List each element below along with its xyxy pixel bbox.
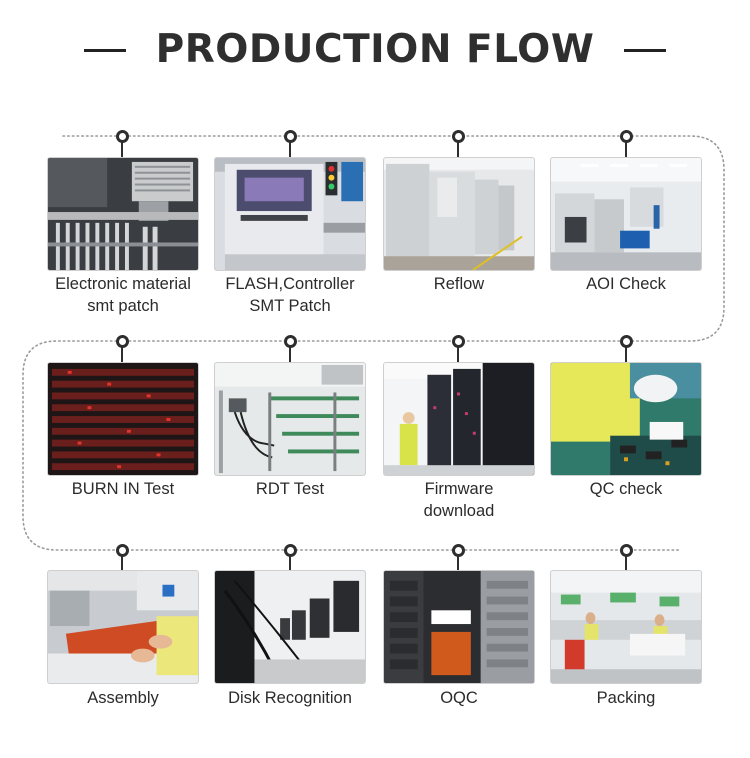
step-label-flash-controller: FLASH,Controller SMT Patch (205, 273, 375, 317)
step-node (620, 130, 633, 143)
rdt-rack-photo (214, 362, 366, 476)
reflow-oven-photo (383, 157, 535, 271)
step-label-firmware-download: Firmware download (374, 478, 544, 522)
label-line: Firmware (424, 480, 494, 498)
step-label-packing: Packing (541, 687, 711, 709)
step-label-qc-check: QC check (541, 478, 711, 500)
step-node (116, 544, 129, 557)
step-node (452, 130, 465, 143)
step-node (284, 544, 297, 557)
label-line: Disk Recognition (228, 689, 352, 707)
assembly-photo (47, 570, 199, 684)
step-node (116, 335, 129, 348)
label-line: FLASH,Controller (225, 275, 355, 293)
label-line: RDT Test (255, 480, 325, 498)
step-node (284, 335, 297, 348)
label-line: Electronic material (55, 275, 191, 293)
step-node (116, 130, 129, 143)
label-line: SMT Patch (249, 297, 331, 315)
step-label-aoi-check: AOI Check (541, 273, 711, 295)
label-line: Reflow (433, 275, 485, 293)
step-node (620, 335, 633, 348)
step-label-electronic-material: Electronic material smt patch (38, 273, 208, 317)
step-node (452, 335, 465, 348)
burn-in-rack-photo (47, 362, 199, 476)
smt-machine-photo (47, 157, 199, 271)
title-dash-left (83, 48, 126, 52)
step-node (620, 544, 633, 557)
label-line: smt patch (87, 297, 159, 315)
server-cabinet-photo (383, 362, 535, 476)
label-line: AOI Check (586, 275, 666, 293)
label-line: QC check (589, 480, 663, 498)
step-node (284, 130, 297, 143)
step-label-assembly: Assembly (38, 687, 208, 709)
label-line: Assembly (87, 689, 159, 707)
title-bar: PRODUCTION FLOW (0, 22, 750, 78)
step-label-oqc: OQC (374, 687, 544, 709)
step-label-rdt-test: RDT Test (205, 478, 375, 500)
packing-line-photo (550, 570, 702, 684)
page-title: PRODUCTION FLOW (155, 27, 595, 72)
label-line: download (423, 502, 495, 520)
step-node (452, 544, 465, 557)
qc-inspection-photo (550, 362, 702, 476)
factory-floor-photo (550, 157, 702, 271)
oqc-cabinet-photo (383, 570, 535, 684)
label-line: OQC (440, 689, 478, 707)
label-line: Packing (596, 689, 656, 707)
step-label-burn-in-test: BURN IN Test (38, 478, 208, 500)
monitor-test-photo (214, 570, 366, 684)
step-label-disk-recognition: Disk Recognition (205, 687, 375, 709)
step-label-reflow: Reflow (374, 273, 544, 295)
label-line: BURN IN Test (71, 480, 175, 498)
title-dash-right (624, 48, 667, 52)
aoi-machine-photo (214, 157, 366, 271)
